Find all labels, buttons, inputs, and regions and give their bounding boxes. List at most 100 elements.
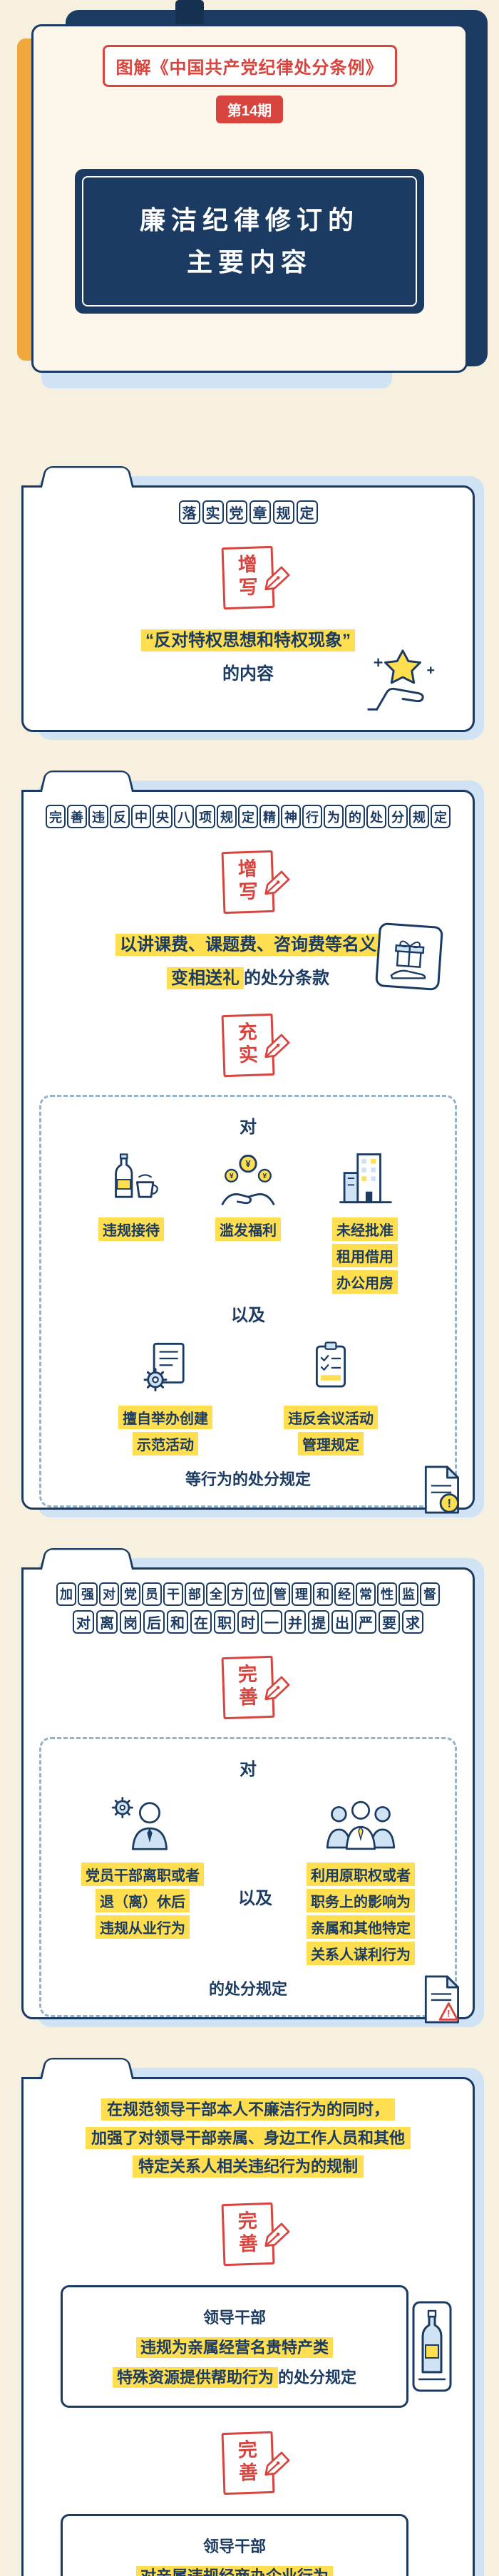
- coins-hands-icon: ¥ ¥ ¥: [221, 1154, 275, 1205]
- section1-title: 落实党章规定: [36, 488, 460, 524]
- folder-tab: [40, 1547, 134, 1570]
- s1-highlight: “反对特权思想和特权现象”: [141, 629, 355, 651]
- series-title: 图解《中国共产党纪律处分条例》: [115, 58, 384, 78]
- item-office-space: 未经批准 租用借用 办公用房: [332, 1145, 398, 1294]
- stamp-wanshan: 完善: [221, 1655, 290, 1719]
- s1-suffix-line: 的内容: [36, 661, 460, 687]
- stamp-wanshan: 完善: [221, 2202, 290, 2266]
- document-gear-icon: [143, 1342, 185, 1391]
- s3-item-row: 党员干部离职或者 退（离）休后 违规从业行为 以及: [47, 1786, 449, 1965]
- document-warning-icon: !: [424, 1465, 459, 1514]
- s2-add-line1: 以讲课费、课题费、咨询费等名义: [36, 932, 460, 958]
- pen-icon: [264, 1676, 290, 1701]
- s4-box1-highlight2: 特殊资源提供帮助行为: [112, 2366, 278, 2388]
- s4-box1-highlight1: 违规为亲属经营名贵特产类: [135, 2337, 333, 2358]
- item-label: 租用借用: [332, 1243, 398, 1267]
- main-title-line2: 主要内容: [186, 247, 312, 277]
- folder-body: 完善违反中央八项规定精神行为的处分规定 增写 以讲课费、课题费、咨询费等名义 变…: [21, 790, 475, 1514]
- specialty-bottle-case-icon: [411, 2299, 453, 2394]
- pen-icon: [264, 1034, 290, 1058]
- main-title-box: 廉洁纪律修订的 主要内容: [75, 169, 424, 314]
- folder-tab-join: [43, 485, 130, 489]
- item-favoritism-for-relatives: 利用原职权或者 职务上的影响为 亲属和其他特定 关系人谋利行为: [307, 1786, 415, 1965]
- icon-box: [101, 1145, 161, 1209]
- item-label: 职务上的影响为: [307, 1888, 415, 1912]
- item-label: 亲属和其他特定: [307, 1915, 415, 1939]
- item-label: 违规从业行为: [96, 1915, 190, 1939]
- pen-icon: [264, 2451, 290, 2476]
- item-welfare: ¥ ¥ ¥ 滥发福利: [215, 1145, 281, 1241]
- section4-title: 在规范领导干部本人不廉洁行为的同时， 加强了对领导干部亲属、身边工作人员和其他 …: [36, 2098, 460, 2179]
- item-reception: 违规接待: [98, 1145, 164, 1241]
- stamp-zengxie: 增写: [221, 545, 290, 609]
- s2-item-row2: 擅自举办创建 示范活动: [47, 1333, 449, 1456]
- bottle-cups-icon: [115, 1153, 158, 1198]
- s4-box2-highlight1: 对亲属违规经商办企业行为: [135, 2565, 333, 2576]
- item-meeting-rules: 违反会议活动 管理规定: [284, 1333, 378, 1456]
- folder-body: 在规范领导干部本人不廉洁行为的同时， 加强了对领导干部亲属、身边工作人员和其他 …: [21, 2076, 475, 2576]
- pen-icon: [264, 870, 290, 895]
- person-gear-icon: [111, 1796, 168, 1850]
- item-label: 管理规定: [298, 1431, 364, 1456]
- stamp-zengxie: 增写: [221, 850, 290, 914]
- section3-title-line2: 对离岗后和在职时一并提出严要求: [36, 1606, 460, 1634]
- s4-title-line3: 特定关系人相关违纪行为的规制: [132, 2155, 364, 2178]
- pen-icon: [264, 2222, 290, 2247]
- item-label: 擅自举办创建: [118, 1405, 212, 1429]
- item-label: 党员干部离职或者: [81, 1862, 204, 1886]
- section-eight-point-regulation: 完善违反中央八项规定精神行为的处分规定 增写 以讲课费、课题费、咨询费等名义 变…: [21, 768, 484, 1518]
- s4-box1-suffix: 的处分规定: [278, 2368, 357, 2386]
- item-label: 滥发福利: [215, 1217, 281, 1241]
- pen-icon: [264, 566, 290, 591]
- s2-add-suffix: 的处分条款: [244, 968, 329, 988]
- meeting-clipboard-icon: [316, 1341, 346, 1388]
- s2-behavior-box: 对 违规接待: [39, 1094, 459, 1514]
- folder-tab: [40, 770, 134, 792]
- s4-box2-intro: 领导干部: [202, 2537, 266, 2555]
- issue-badge: 第14期: [215, 96, 284, 123]
- s2-add-block: 以讲课费、课题费、咨询费等名义 变相送礼的处分条款: [36, 922, 460, 991]
- folder-tab-join: [43, 1567, 130, 1571]
- s2-add-line2: 变相送礼的处分条款: [36, 965, 460, 991]
- icon-box: [135, 1333, 195, 1397]
- svg-text:¥: ¥: [245, 1158, 251, 1169]
- gift-note-box: [374, 922, 444, 991]
- section3-title-line1: 加强对党员干部全方位管理和经常性监督: [36, 1570, 460, 1606]
- svg-text:¥: ¥: [262, 1173, 267, 1180]
- section-party-constitution: 落实党章规定 增写 “反对特权思想和特权现象” 的内容: [21, 463, 484, 740]
- s4-title-line2: 加强了对领导干部亲属、身边工作人员和其他: [85, 2126, 411, 2149]
- three-people-icon: [326, 1800, 396, 1850]
- s2-item-row1: 违规接待 ¥ ¥ ¥: [47, 1145, 449, 1294]
- s2-outro: 等行为的处分规定: [185, 1470, 311, 1488]
- stamp-chongshi: 充实: [221, 1013, 290, 1078]
- office-building-icon: [339, 1153, 392, 1203]
- bookmark-tab: [175, 0, 204, 24]
- s2-add-highlight2: 变相送礼: [167, 967, 244, 989]
- s2-yiji: 以及: [231, 1305, 265, 1325]
- s2-dui: 对: [240, 1117, 257, 1137]
- s3-dui: 对: [240, 1759, 257, 1779]
- folder-body: 落实党章规定 增写 “反对特权思想和特权现象” 的内容: [21, 485, 475, 732]
- section-leading-cadres-relatives: 在规范领导干部本人不廉洁行为的同时， 加强了对领导干部亲属、身边工作人员和其他 …: [21, 2055, 484, 2576]
- series-title-box: 图解《中国共产党纪律处分条例》: [102, 45, 397, 87]
- s4-box-business: 领导干部 对亲属违规经商办企业行为 拒不纠正的处分规定 ¥: [61, 2513, 408, 2576]
- icon-box: [322, 1786, 399, 1854]
- document-alert-icon: !: [424, 1975, 459, 2024]
- s4-box-specialty: 领导干部 违规为亲属经营名贵特产类 特殊资源提供帮助行为的处分规定: [61, 2284, 452, 2408]
- s2-add-highlight1: 以讲课费、课题费、咨询费等名义: [115, 933, 381, 956]
- icon-box: ¥ ¥ ¥: [218, 1145, 278, 1209]
- gift-hand-icon: [390, 940, 426, 979]
- icon-box: [107, 1786, 178, 1854]
- folder-tab-join: [43, 2076, 130, 2081]
- s1-suffix: 的内容: [222, 664, 274, 684]
- s3-outro: 的处分规定: [208, 1979, 287, 1998]
- svg-text:!: !: [447, 1496, 451, 1510]
- item-demo-activity: 擅自举办创建 示范活动: [118, 1333, 212, 1456]
- item-label: 利用原职权或者: [307, 1862, 415, 1886]
- icon-box: [301, 1333, 361, 1397]
- section-full-supervision: 加强对党员干部全方位管理和经常性监督 对离岗后和在职时一并提出严要求 完善 对: [21, 1545, 484, 2027]
- folder-tab-join: [43, 790, 130, 793]
- main-title-inner: 廉洁纪律修订的 主要内容: [82, 176, 417, 306]
- folder-tab: [40, 465, 134, 488]
